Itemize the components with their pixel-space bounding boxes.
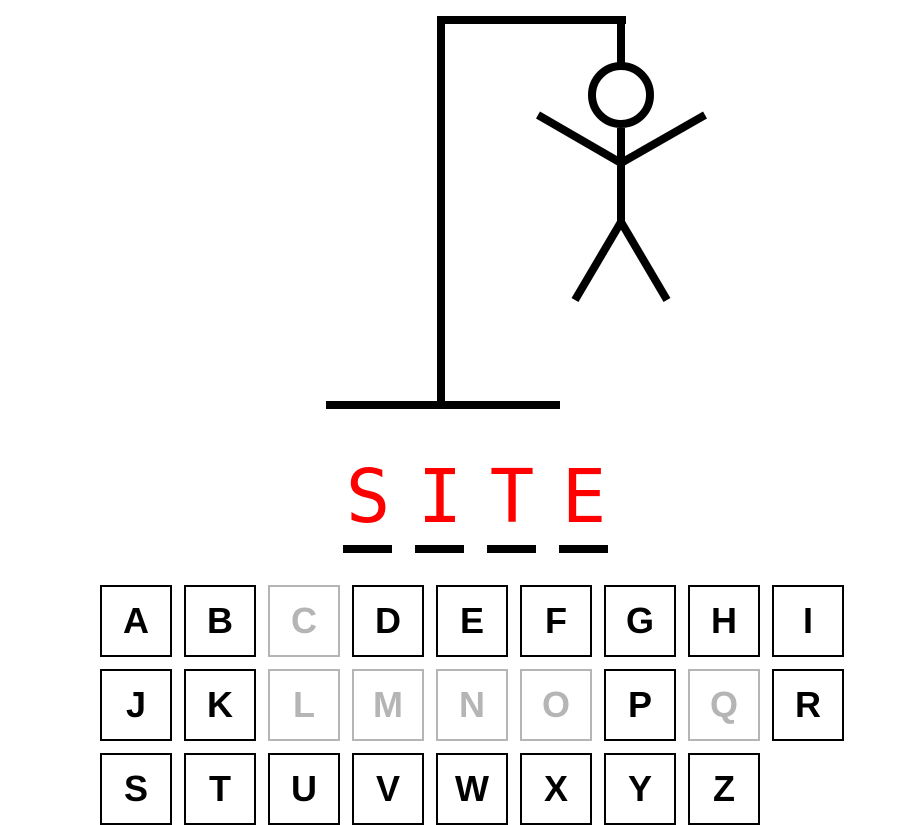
- word-letter-slot: T: [487, 455, 537, 555]
- letter-key-u[interactable]: U: [268, 753, 340, 825]
- hangman-right-arm: [619, 111, 707, 167]
- letter-key-f[interactable]: F: [520, 585, 592, 657]
- hangman-left-arm: [535, 111, 624, 167]
- letter-key-z[interactable]: Z: [688, 753, 760, 825]
- letter-key-s[interactable]: S: [100, 753, 172, 825]
- letter-key-i[interactable]: I: [772, 585, 844, 657]
- letter-underline: [559, 545, 608, 553]
- hangman-right-leg: [617, 219, 671, 303]
- word-letter: E: [561, 454, 607, 540]
- letter-key-c[interactable]: C: [268, 585, 340, 657]
- word-letter-slot: I: [415, 455, 465, 555]
- letter-key-p[interactable]: P: [604, 669, 676, 741]
- letter-key-j[interactable]: J: [100, 669, 172, 741]
- hangman-drawing: [326, 16, 707, 409]
- word-letter-slot: E: [559, 455, 609, 555]
- letter-key-g[interactable]: G: [604, 585, 676, 657]
- letter-key-q[interactable]: Q: [688, 669, 760, 741]
- letter-key-o[interactable]: O: [520, 669, 592, 741]
- letter-key-e[interactable]: E: [436, 585, 508, 657]
- word-letter: S: [345, 454, 391, 540]
- letter-underline: [415, 545, 464, 553]
- letter-key-w[interactable]: W: [436, 753, 508, 825]
- letter-underline: [487, 545, 536, 553]
- letter-key-h[interactable]: H: [688, 585, 760, 657]
- letter-key-m[interactable]: M: [352, 669, 424, 741]
- letter-key-v[interactable]: V: [352, 753, 424, 825]
- hangman-head: [588, 62, 654, 128]
- word-letter-slot: S: [343, 455, 393, 555]
- word-letter: I: [417, 454, 463, 540]
- letter-key-x[interactable]: X: [520, 753, 592, 825]
- letter-underline: [343, 545, 392, 553]
- letter-key-t[interactable]: T: [184, 753, 256, 825]
- letter-key-l[interactable]: L: [268, 669, 340, 741]
- letter-key-a[interactable]: A: [100, 585, 172, 657]
- hangman-left-leg: [571, 219, 625, 303]
- word-letter: T: [489, 454, 535, 540]
- letter-key-k[interactable]: K: [184, 669, 256, 741]
- letter-key-y[interactable]: Y: [604, 753, 676, 825]
- letter-key-n[interactable]: N: [436, 669, 508, 741]
- letter-key-b[interactable]: B: [184, 585, 256, 657]
- letter-key-d[interactable]: D: [352, 585, 424, 657]
- letter-key-r[interactable]: R: [772, 669, 844, 741]
